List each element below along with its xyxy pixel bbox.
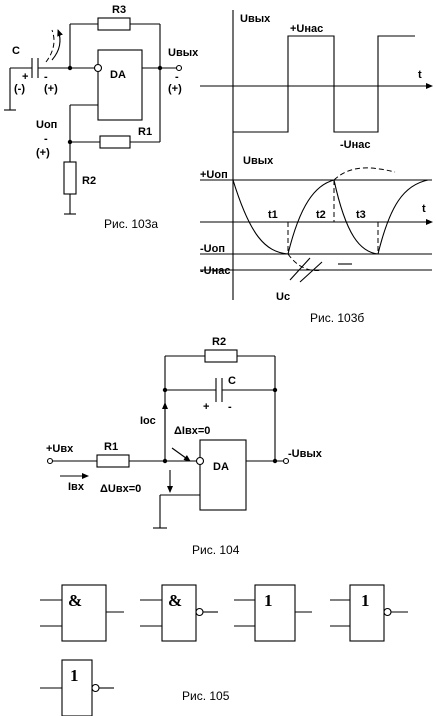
- fig104-label-ibx: Iвх: [68, 481, 85, 493]
- fig103b-uc-charge-1: [287, 179, 335, 255]
- fig104-dibx-arrow: [171, 447, 191, 462]
- fig104-integrator: R2 C Iос + - ΔIвх=0 +Uвх R1 Iвх -Uвых DA…: [46, 336, 323, 557]
- fig103a-opamp-da: [97, 49, 143, 121]
- fig104-node-out: [272, 458, 278, 464]
- fig103a-circuit: R3 C + - (-) (+) DA Uвых - (+) Uоп - (+)…: [4, 4, 199, 231]
- fig103a-label-paren-minus: (-): [14, 83, 25, 95]
- fig103a-label-minus: -: [44, 71, 48, 83]
- fig104-label-dubx: ΔUвх=0: [100, 483, 141, 495]
- fig103a-label-uop: Uоп: [36, 119, 57, 131]
- fig103b-label-plus-uop: +Uоп: [200, 169, 228, 181]
- fig105-nor-inversion-icon: [383, 607, 392, 617]
- fig104-opamp-da: [199, 439, 247, 511]
- fig104-label-cap-plus: +: [203, 401, 209, 413]
- fig104-label-plus-ubx: +Uвх: [46, 443, 74, 455]
- fig103a-label-paren-plus: (+): [44, 83, 58, 95]
- fig103b-label-uvyh-bottom: Uвых: [243, 155, 274, 167]
- fig105-gates: & & 1 1 1 Рис. 105: [40, 584, 408, 716]
- fig103b-label-t3: t3: [356, 209, 366, 221]
- fig105-not-inversion-icon: [91, 683, 100, 693]
- fig103a-current-arrow: [51, 29, 63, 61]
- fig105-caption: Рис. 105: [182, 689, 230, 703]
- fig103b-dash-high: [333, 167, 396, 181]
- fig103b-dash-low-1: [287, 253, 323, 271]
- fig103b-label-uvyh-top: Uвых: [240, 13, 271, 25]
- fig104-output-terminal-icon: [282, 457, 290, 465]
- fig104-caption: Рис. 104: [192, 543, 240, 557]
- fig103a-label-out-plus: (+): [168, 83, 182, 95]
- fig103b-label-minus-uop: -Uоп: [200, 243, 225, 255]
- fig104-label-dibx: ΔIвх=0: [174, 425, 210, 437]
- fig103b-uc-discharge-2: [333, 179, 379, 255]
- fig104-label-r2: R2: [212, 336, 226, 348]
- fig104-resistor-r1: [96, 454, 130, 468]
- fig103a-inverting-input-icon: [93, 63, 103, 73]
- fig103a-label-da: DA: [110, 69, 126, 81]
- fig103a-current-arrow-dashed: [45, 29, 55, 63]
- fig103b-label-plus-unas: +Uнас: [290, 23, 323, 35]
- fig103b-uc-pointer-b: [299, 261, 323, 283]
- fig103a-label-r2: R2: [82, 175, 96, 187]
- fig103a-resistor-r3: [97, 17, 131, 31]
- fig103a-output-terminal-icon: [175, 64, 183, 72]
- fig104-label-r1: R1: [104, 441, 118, 453]
- fig103b-uc-discharge-1: [232, 179, 289, 255]
- fig105-nand-symbol: &: [168, 591, 182, 610]
- fig104-inverting-input-icon: [195, 456, 205, 466]
- fig105-or-gate: [254, 584, 296, 642]
- fig103a-label-r1: R1: [138, 126, 152, 138]
- fig103b-caption: Рис. 103б: [310, 311, 364, 325]
- fig105-nor-gate: [349, 584, 385, 642]
- fig103a-caption: Рис. 103а: [104, 217, 158, 231]
- fig104-label-cap-minus: -: [228, 401, 232, 413]
- fig104-label-c: C: [228, 375, 236, 387]
- fig104-resistor-r2: [204, 349, 238, 363]
- fig104-label-da: DA: [213, 461, 229, 473]
- fig103b-uc-pointer-a: [289, 257, 311, 281]
- fig103b-label-t-bottom: t: [422, 203, 426, 215]
- fig103a-label-r3: R3: [112, 4, 126, 16]
- fig103b-label-t1: t1: [268, 209, 278, 221]
- fig103a-label-plus: +: [22, 71, 28, 83]
- fig103a-label-out-minus: -: [175, 71, 179, 83]
- fig105-and-gate: [61, 584, 107, 642]
- fig105-nand-inversion-icon: [195, 607, 204, 617]
- fig103a-resistor-r1: [99, 135, 131, 149]
- fig104-input-terminal-icon: [46, 457, 54, 465]
- fig104-label-minus-uvyh: -Uвых: [288, 448, 323, 460]
- fig104-label-ioc: Iос: [140, 415, 156, 427]
- fig103a-label-uop-plus: (+): [36, 147, 50, 159]
- fig103b-label-minus-unas: -Uнас: [200, 265, 231, 277]
- fig103b-timing: Uвых +Uнас t -Uнас Uвых +Uоп t t1 t2 t3 …: [200, 10, 433, 325]
- fig103a-label-c: C: [12, 45, 20, 57]
- fig103b-label-minus-unas-top: -Uнас: [340, 139, 371, 151]
- fig103b-square-wave: [233, 35, 415, 133]
- fig103b-uc-charge-2: [377, 179, 429, 255]
- fig105-or-symbol: 1: [264, 591, 273, 610]
- fig103a-resistor-r2: [63, 161, 77, 195]
- fig103a-node-uop: [67, 139, 73, 145]
- fig103a-label-uvyh: Uвых: [168, 47, 199, 59]
- fig103b-label-t-top: t: [418, 69, 422, 81]
- fig105-not-symbol: 1: [70, 666, 79, 685]
- fig103b-label-uc: Uc: [276, 291, 290, 303]
- fig105-and-symbol: &: [68, 591, 82, 610]
- fig103a-label-uop-minus: -: [44, 133, 48, 145]
- fig103b-label-t2: t2: [316, 209, 326, 221]
- fig105-nor-symbol: 1: [361, 591, 370, 610]
